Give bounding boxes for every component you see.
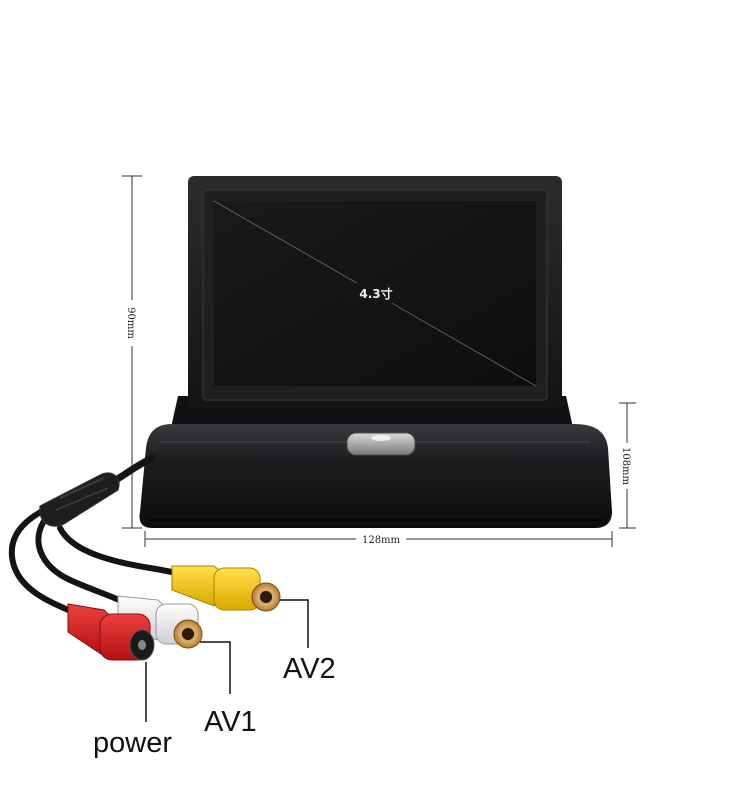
base-height-dimension: 108mm: [619, 402, 636, 529]
av1-label: AV1: [204, 706, 257, 738]
monitor-base: [139, 424, 612, 528]
width-dimension: 128mm: [144, 531, 613, 547]
width-label: 128mm: [362, 535, 401, 546]
base-height-label: 108mm: [620, 447, 631, 486]
screen-size-label: 4.3寸: [359, 286, 392, 301]
monitor: 4.3寸: [139, 176, 612, 528]
height-label: 90mm: [125, 307, 136, 339]
av2-connector: [171, 565, 281, 612]
av2-label: AV2: [283, 653, 336, 685]
cable-bundle: [8, 454, 185, 617]
power-label: power: [93, 727, 172, 759]
menu-button[interactable]: [346, 432, 416, 456]
cable-splitter: [39, 472, 120, 527]
power-connector: [67, 603, 155, 661]
callout-lines: [145, 599, 309, 722]
